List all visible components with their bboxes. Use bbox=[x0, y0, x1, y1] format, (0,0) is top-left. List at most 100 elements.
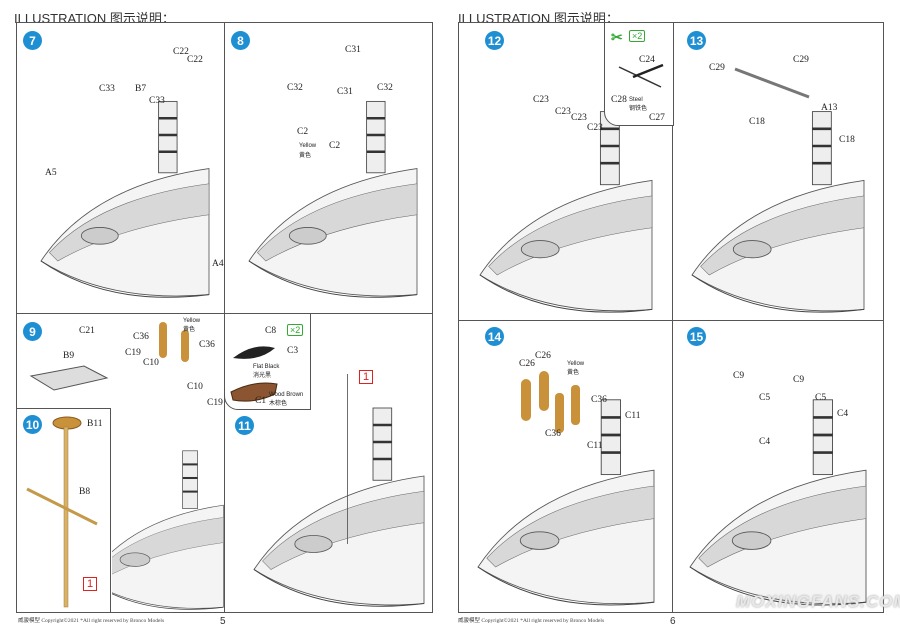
part-label: B8 bbox=[79, 487, 91, 497]
yellow-vents bbox=[521, 371, 580, 433]
paint-note: Steel bbox=[629, 97, 643, 103]
step-number: 7 bbox=[23, 31, 42, 50]
part-label: C5 bbox=[759, 393, 771, 403]
part-label: C9 bbox=[793, 375, 805, 385]
step-14-panel: 14 C26 C26 C36 C36 C11 C11 Yellow 黄色 bbox=[458, 320, 673, 613]
part-label: C36 bbox=[545, 429, 561, 439]
step-number: 11 bbox=[235, 416, 254, 435]
paint-note-cn: 黄色 bbox=[183, 327, 196, 333]
boat-parts bbox=[230, 346, 278, 402]
paint-note-cn: 消光黑 bbox=[253, 373, 272, 379]
part-label: C33 bbox=[149, 96, 165, 106]
paint-note: Yellow bbox=[183, 318, 201, 324]
part-label: C5 bbox=[815, 393, 827, 403]
footer-copyright: 威骏模型 Copyright©2021 *All right reserved … bbox=[18, 618, 165, 624]
part-label: C3 bbox=[287, 346, 299, 356]
paint-note: Yellow bbox=[567, 361, 585, 367]
part-label: C23 bbox=[555, 107, 571, 117]
step-8-panel: 8 C31 C32 C31 C32 C2 C2 Yellow 黄色 bbox=[224, 22, 433, 314]
marker-box: 1 bbox=[359, 370, 373, 384]
part-label: C10 bbox=[143, 358, 159, 368]
paint-note-cn: 钢铁色 bbox=[629, 106, 648, 112]
steel-parts-inset: ✂ ×2 C24 C28 C27 Steel 钢铁色 bbox=[604, 22, 674, 126]
part-label: C32 bbox=[287, 83, 303, 93]
part-label: C36 bbox=[133, 332, 149, 342]
part-label: C24 bbox=[639, 55, 655, 65]
step-10-panel: 10 B11 B8 1 bbox=[16, 408, 111, 613]
part-label: A4 bbox=[212, 259, 224, 269]
part-label: C10 bbox=[187, 382, 203, 392]
part-label: C26 bbox=[535, 351, 551, 361]
step-number: 13 bbox=[687, 31, 706, 50]
page-number: 6 bbox=[670, 616, 676, 627]
step-number: 9 bbox=[23, 322, 42, 341]
part-label: C11 bbox=[625, 411, 641, 421]
part-label: C1 bbox=[255, 396, 267, 406]
paint-note: Wood Brown bbox=[269, 392, 304, 398]
step-number: 14 bbox=[485, 327, 504, 346]
part-label: C19 bbox=[207, 398, 223, 408]
page-number: 5 bbox=[220, 616, 226, 627]
part-label: C33 bbox=[99, 84, 115, 94]
ship-illustration bbox=[112, 449, 225, 611]
watermark: MOXINGFANS.COM bbox=[736, 592, 900, 611]
paint-note-cn: 黄色 bbox=[567, 370, 580, 376]
ship-illustration bbox=[39, 100, 211, 299]
step-11-panel: 11 ×2 C8 C3 C1 Flat Black 消光黑 Wood Brown… bbox=[224, 313, 433, 613]
part-label: A13 bbox=[821, 103, 838, 113]
part-label: A5 bbox=[45, 168, 57, 178]
paint-note-cn: 黄色 bbox=[299, 153, 312, 159]
step-15-panel: 15 C9 C9 C5 C5 C4 C4 bbox=[672, 320, 884, 613]
yellow-vents bbox=[159, 322, 189, 362]
part-label: C32 bbox=[377, 83, 393, 93]
part-label: C29 bbox=[709, 63, 725, 73]
ship-illustration bbox=[247, 100, 419, 299]
part-label: C2 bbox=[297, 127, 309, 137]
part-label: B7 bbox=[135, 84, 147, 94]
bridge-wing-part bbox=[734, 67, 810, 99]
part-label: C36 bbox=[199, 340, 215, 350]
part-label: C31 bbox=[337, 87, 353, 97]
part-label: C4 bbox=[837, 409, 849, 419]
paint-note: Flat Black bbox=[253, 364, 280, 370]
part-label: C23 bbox=[533, 95, 549, 105]
marker-box: 1 bbox=[83, 577, 97, 591]
mast-illustration bbox=[26, 416, 98, 608]
cut-tool-icon: ✂ bbox=[611, 29, 623, 45]
footer-copyright: 威骏模型 Copyright©2021 *All right reserved … bbox=[458, 618, 605, 624]
ship-illustration bbox=[478, 110, 654, 314]
part-label: C26 bbox=[519, 359, 535, 369]
paint-inset: ×2 C8 C3 C1 Flat Black 消光黑 Wood Brown 木棕… bbox=[224, 313, 311, 410]
part-label: C21 bbox=[79, 326, 95, 336]
part-label: C23 bbox=[587, 123, 603, 133]
part-label: C27 bbox=[649, 113, 665, 123]
quantity-badge: ×2 bbox=[287, 324, 304, 336]
step-13-panel: 13 C29 C29 A13 C18 C18 bbox=[672, 22, 884, 321]
part-label: C31 bbox=[345, 45, 361, 55]
platform-part bbox=[29, 365, 109, 391]
part-label: C23 bbox=[571, 113, 587, 123]
step-7-panel: 7 C22 C22 C33 B7 C33 A5 A4 bbox=[16, 22, 225, 314]
step-12-panel: 12 C23 C23 C23 C23 ✂ ×2 C24 C28 C27 Stee… bbox=[458, 22, 674, 321]
step-number: 10 bbox=[23, 415, 42, 434]
ship-illustration bbox=[688, 398, 868, 607]
steel-part bbox=[618, 63, 664, 88]
part-label: B9 bbox=[63, 351, 75, 361]
part-label: C18 bbox=[749, 117, 765, 127]
part-label: C9 bbox=[733, 371, 745, 381]
part-label: C18 bbox=[839, 135, 855, 145]
part-label: C22 bbox=[187, 55, 203, 65]
step-number: 8 bbox=[231, 31, 250, 50]
part-label: C11 bbox=[587, 441, 603, 451]
part-label: C28 bbox=[611, 95, 627, 105]
part-label: C2 bbox=[329, 141, 341, 151]
step-number: 15 bbox=[687, 327, 706, 346]
part-label: C22 bbox=[173, 47, 189, 57]
paint-note: Yellow bbox=[299, 143, 317, 149]
paint-note-cn: 木棕色 bbox=[269, 401, 288, 407]
part-label: C29 bbox=[793, 55, 809, 65]
part-label: C4 bbox=[759, 437, 771, 447]
part-label: C8 bbox=[265, 326, 277, 336]
part-label: C36 bbox=[591, 395, 607, 405]
quantity-badge: ×2 bbox=[629, 30, 646, 42]
